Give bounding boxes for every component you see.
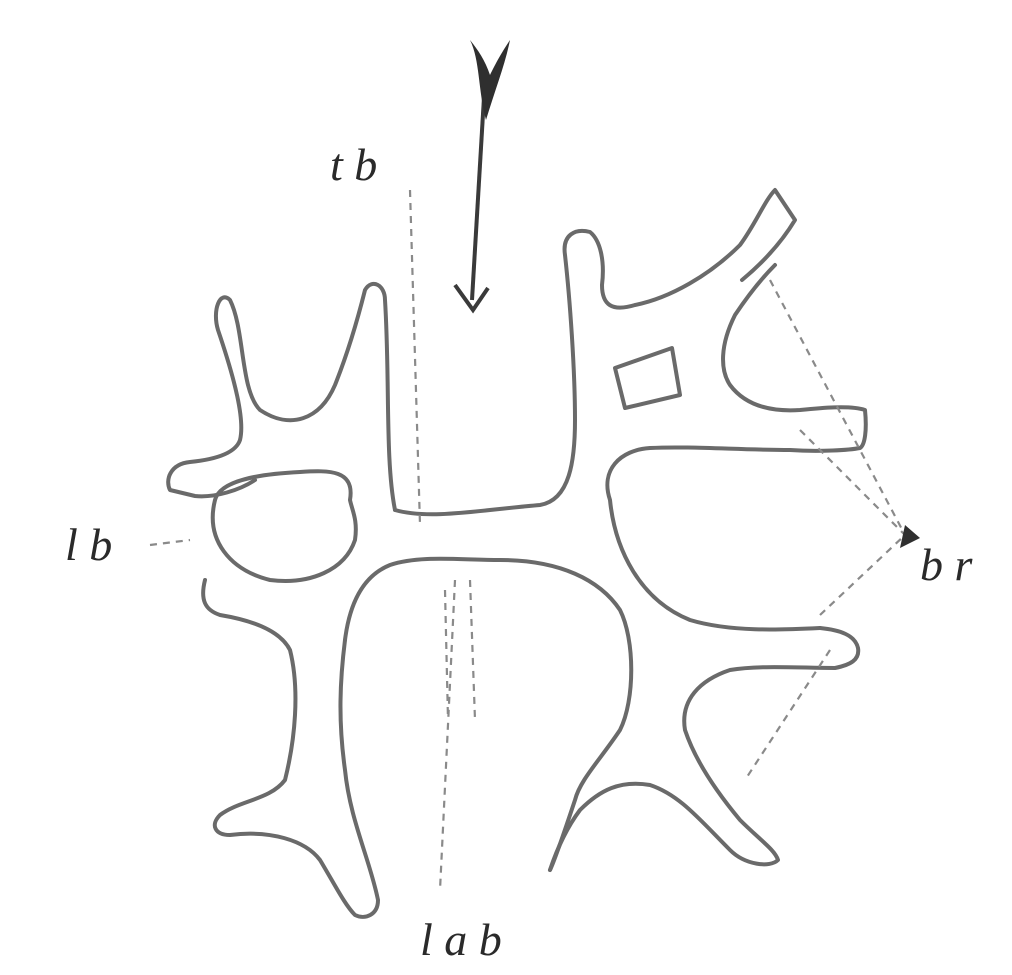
label-left: l b [65,519,112,570]
label-bottom: l a b [420,914,502,965]
label-right: b r [920,539,974,590]
label-top: t b [330,139,377,190]
